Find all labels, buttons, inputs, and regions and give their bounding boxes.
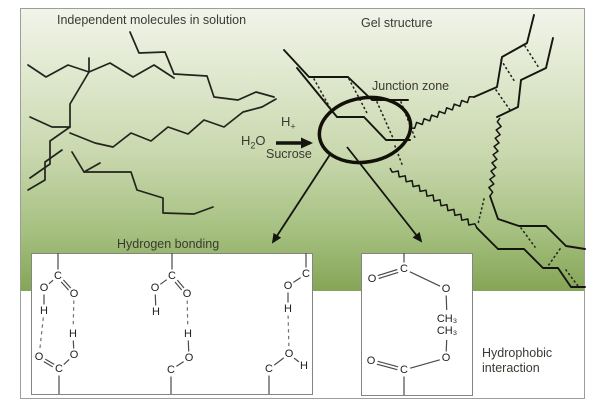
hydrophobic-interaction-label: Hydrophobic interaction: [482, 346, 552, 376]
h2o-subscript: 2: [250, 140, 256, 151]
h2o-o: O: [255, 133, 266, 148]
gel-structure-label: Gel structure: [361, 16, 433, 30]
hydrophobic-interaction-box: [361, 253, 473, 396]
h2o-h: H: [241, 133, 251, 148]
h-plus-label: H+: [281, 114, 296, 135]
h-plus-h: H: [281, 114, 291, 129]
sucrose-label: Sucrose: [266, 147, 312, 161]
hydrophobic-label-line1: Hydrophobic: [482, 346, 553, 360]
hydrogen-bonding-box: [31, 253, 313, 395]
independent-molecules-label: Independent molecules in solution: [57, 13, 247, 27]
h2o-label: H2O: [241, 133, 266, 154]
junction-zone-label: Junction zone: [372, 79, 450, 93]
hydrophobic-label-line2: interaction: [482, 361, 540, 375]
h-plus-subscript: +: [290, 121, 296, 132]
hydrogen-bonding-label: Hydrogen bonding: [117, 237, 220, 251]
